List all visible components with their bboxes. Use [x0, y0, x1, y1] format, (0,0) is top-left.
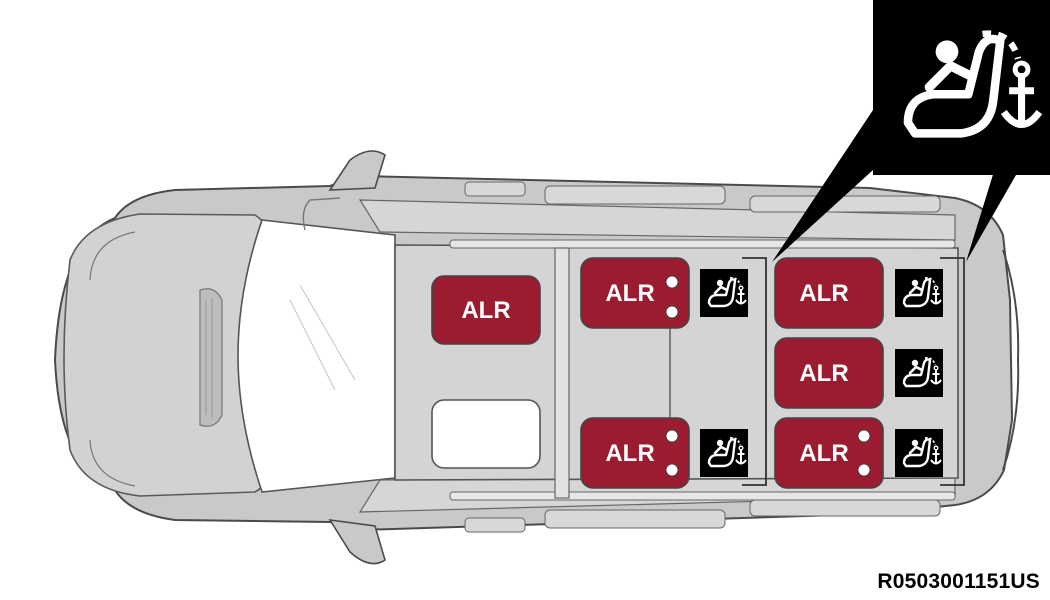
- seat-row3-right: ALR: [774, 417, 884, 489]
- seat-row2-right: ALR: [580, 417, 690, 489]
- seat-label: ALR: [799, 440, 848, 467]
- seat-label: ALR: [799, 280, 848, 307]
- anchor-point: [665, 305, 679, 319]
- anchor-point: [857, 429, 871, 443]
- tether-brackets: [742, 257, 965, 486]
- callout-pointer: [772, 110, 1020, 262]
- child-seat-anchor-icon: [698, 427, 750, 479]
- seat-row2-left: ALR: [580, 257, 690, 329]
- child-seat-anchor-icon: [893, 347, 945, 399]
- seat-label: ALR: [605, 440, 654, 467]
- seat-label: ALR: [605, 280, 654, 307]
- seat-label: ALR: [799, 360, 848, 387]
- figure-code: R0503001151US: [877, 570, 1040, 593]
- anchor-point: [665, 429, 679, 443]
- anchor-point: [857, 463, 871, 477]
- child-seat-anchor-icon: [698, 267, 750, 319]
- seat-label: ALR: [461, 297, 510, 324]
- seat-row3-left: ALR: [774, 257, 884, 329]
- driver-seat: [431, 399, 541, 469]
- anchor-point: [665, 275, 679, 289]
- callout-enlarged-icon: [873, 0, 1050, 175]
- child-seat-anchor-icon: [893, 267, 945, 319]
- anchor-point: [665, 463, 679, 477]
- seat-row3-middle: ALR: [774, 337, 884, 409]
- seat-front-passenger: ALR: [431, 275, 541, 345]
- child-seat-anchor-icon: [893, 427, 945, 479]
